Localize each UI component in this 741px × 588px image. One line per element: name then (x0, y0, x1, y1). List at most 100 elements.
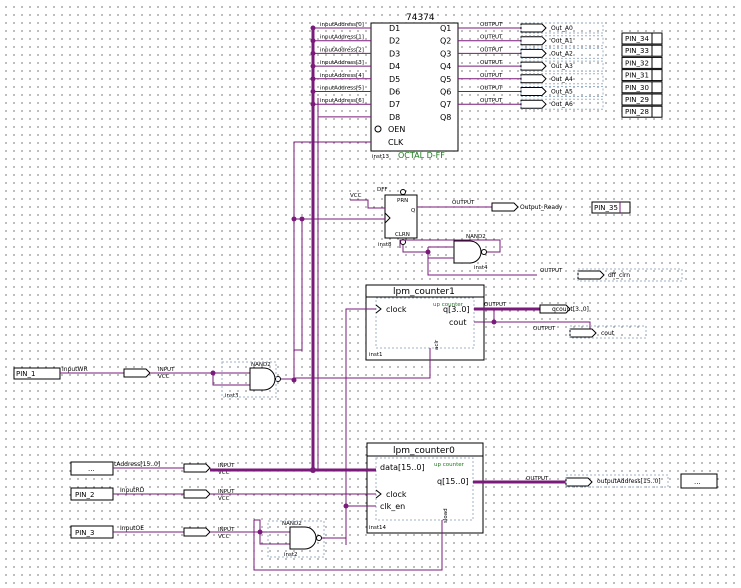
wire-dff-clrn (402, 245, 428, 253)
svg-text:PIN_29: PIN_29 (625, 96, 649, 104)
addr-label-4: inputAddress[4] (320, 73, 364, 79)
svg-text:q[3..0]: q[3..0] (443, 305, 470, 314)
svg-text:INPUT: INPUT (218, 463, 235, 469)
qcount-label: qcount[3..0] (552, 306, 589, 313)
svg-text:VCC: VCC (218, 470, 230, 476)
svg-text:clock: clock (386, 490, 407, 499)
svg-text:clk_en: clk_en (380, 502, 405, 511)
pin-box-pin_28[interactable] (621, 105, 663, 118)
svg-text:OUTPUT: OUTPUT (480, 35, 503, 41)
output-address-label: outputAddress[15..0] (597, 478, 661, 485)
svg-text:OUTPUT: OUTPUT (480, 98, 503, 104)
d-port-5: D5 (389, 75, 400, 84)
qcount-output-pin[interactable] (539, 304, 571, 314)
cout-output-pin[interactable] (569, 328, 597, 338)
chip-inst: inst13 (372, 154, 390, 160)
pin-box-pin_29[interactable] (621, 93, 663, 106)
svg-text:sload: sload (443, 508, 449, 523)
svg-text:VCC: VCC (218, 534, 230, 540)
dff-prn-label: PRN (397, 198, 408, 204)
svg-text:INPUT: INPUT (218, 489, 235, 495)
out-a2-pin[interactable] (520, 48, 547, 58)
wire-dff-d (350, 199, 385, 209)
svg-text:PIN_33: PIN_33 (625, 47, 649, 55)
input-oe-pin[interactable] (183, 527, 211, 537)
dff-clrn-output-pin[interactable] (577, 270, 605, 280)
svg-text:clock: clock (386, 305, 407, 314)
dff-vcc: VCC (350, 193, 362, 199)
chip-footer: OCTAL D-FF (398, 151, 445, 160)
svg-text:...: ... (694, 478, 701, 486)
lpm-counter1[interactable]: lpm_counter1 clock q[3..0] cout up count… (365, 284, 485, 361)
svg-text:INPUT: INPUT (218, 527, 235, 533)
svg-text:OUTPUT: OUTPUT (480, 22, 503, 28)
svg-text:inst14: inst14 (369, 525, 387, 531)
clk-port-label: CLK (388, 138, 404, 147)
svg-text:PIN_2: PIN_2 (75, 491, 94, 499)
svg-text:NAND2: NAND2 (466, 234, 486, 240)
output-ready-label: Output_Ready (520, 204, 563, 211)
nand-gate-inst2[interactable]: NAND2 inst2 (282, 521, 322, 558)
output-address-pin-box[interactable] (680, 473, 718, 489)
dff-clrn-label: dff_clrn (608, 272, 630, 279)
lpm-counter0[interactable]: lpm_counter0 data[15..0] up counter q[15… (366, 442, 484, 534)
pin-box-pin_32[interactable] (621, 56, 663, 69)
dff-inst8[interactable]: DFF PRN Q CLRN inst8 VCC (350, 187, 418, 248)
wire-nand-feedback (399, 239, 501, 253)
q-port-5: Q5 (440, 75, 451, 84)
input-address-pin[interactable] (183, 463, 211, 473)
out-a0-pin[interactable] (520, 23, 547, 33)
pin-box-pin_33[interactable] (621, 44, 663, 57)
nand-gate-inst4[interactable]: NAND2 inst4 (453, 234, 488, 271)
input-rd-pin[interactable] (183, 489, 211, 499)
out-a4-pin[interactable] (520, 74, 547, 84)
out-a1-pin[interactable] (520, 36, 547, 46)
oen-port-label: OEN (388, 125, 405, 134)
svg-text:inst3: inst3 (225, 393, 239, 399)
svg-text:lpm_counter1: lpm_counter1 (393, 287, 455, 297)
d-port-4: D4 (389, 62, 400, 71)
out-a3-label: Out_A3 (551, 63, 573, 70)
svg-text:OUTPUT: OUTPUT (480, 60, 503, 66)
wire-dff-clrn-out (427, 247, 537, 276)
out-a6-pin[interactable] (520, 99, 547, 109)
q-port-6: Q6 (440, 88, 451, 97)
out-a5-label: Out_A5 (551, 89, 573, 96)
pin-box-pin_31[interactable] (621, 69, 663, 82)
d-port-3: D3 (389, 49, 400, 58)
svg-text:OUTPUT: OUTPUT (480, 73, 503, 79)
pin35-box[interactable] (591, 201, 631, 214)
q-port-2: Q2 (440, 37, 451, 46)
pin-box-pin_30[interactable] (621, 81, 663, 94)
out-a5-pin[interactable] (520, 87, 547, 96)
svg-text:OUTPUT: OUTPUT (480, 47, 503, 53)
dff-q-label: Q (411, 208, 416, 214)
input-rd-label: InputRD (120, 487, 145, 494)
svg-text:aclr: aclr (434, 339, 440, 350)
svg-text:up counter: up counter (433, 302, 464, 308)
addr-label-6: inputAddress[6] (320, 98, 364, 104)
pin-box-pin_34[interactable] (621, 32, 663, 45)
d-port-8: D8 (389, 113, 400, 122)
output-address-pin[interactable] (565, 477, 593, 487)
output-ready-pin[interactable] (491, 202, 519, 212)
svg-text:OUTPUT: OUTPUT (452, 200, 475, 206)
svg-text:OUTPUT: OUTPUT (484, 302, 507, 308)
d-port-1: D1 (389, 24, 400, 33)
svg-text:VCC: VCC (158, 374, 170, 380)
input-wr-pin[interactable] (123, 368, 151, 378)
out-a3-pin[interactable] (520, 61, 547, 71)
svg-text:PIN_31: PIN_31 (625, 72, 649, 80)
out-a1-label: Out_A1 (551, 38, 573, 45)
svg-text:PIN_32: PIN_32 (625, 59, 649, 67)
q-port-4: Q4 (440, 62, 451, 71)
dff-inst: inst8 (378, 242, 392, 248)
address-wire-labels: inputAddress[0]inputAddress[1]inputAddre… (310, 22, 371, 118)
d-port-7: D7 (389, 100, 400, 109)
nand-gate-inst3[interactable]: NAND2 inst3 (225, 362, 281, 399)
svg-text:PIN_28: PIN_28 (625, 108, 649, 116)
dff-label: DFF (377, 187, 388, 193)
